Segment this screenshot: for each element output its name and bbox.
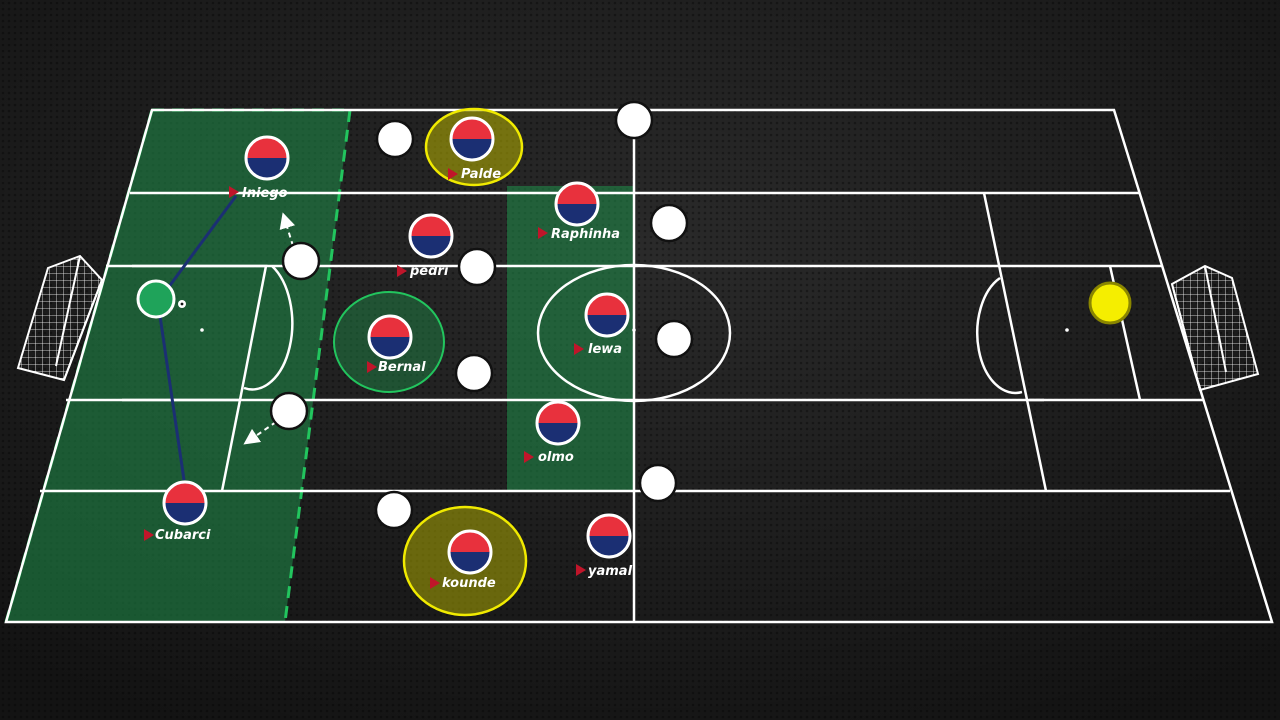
- triangle-marker-icon: [367, 361, 377, 373]
- triangle-marker-icon: [229, 186, 239, 198]
- right-penalty-spot: [1065, 328, 1069, 332]
- opponent-marker[interactable]: [614, 100, 654, 140]
- pitch-outline: [4, 108, 1274, 624]
- triangle-marker-icon: [576, 564, 586, 576]
- player-label-bernal: Bernal: [378, 360, 426, 375]
- left-penalty-spot: [200, 328, 204, 332]
- player-pedri[interactable]: pedri: [397, 213, 454, 279]
- home-players: Iniego Palde Raphinha pedri Bernal lewa: [144, 116, 633, 591]
- player-label-yamal: yamal: [588, 564, 633, 579]
- player-label-raphinha: Raphinha: [551, 227, 620, 242]
- player-label-palde: Palde: [461, 167, 501, 182]
- triangle-marker-icon: [574, 343, 584, 355]
- player-label-olmo: olmo: [538, 450, 574, 465]
- player-label-lewa: lewa: [588, 342, 622, 357]
- centre-circle: [536, 263, 732, 403]
- right-penalty-arc: [976, 276, 1023, 395]
- opponent-marker[interactable]: [454, 353, 494, 393]
- player-palde[interactable]: Palde: [448, 116, 501, 182]
- left-goal: [16, 254, 104, 382]
- triangle-marker-icon: [144, 529, 154, 541]
- opponent-marker[interactable]: [374, 490, 414, 530]
- centre-spot: [632, 328, 636, 332]
- player-label-cubarci: Cubarci: [155, 528, 211, 543]
- player-yamal[interactable]: yamal: [576, 513, 633, 579]
- zone-vertical-left: [220, 399, 242, 492]
- triangle-marker-icon: [524, 451, 534, 463]
- opponents: [269, 100, 694, 530]
- player-kounde[interactable]: kounde: [430, 529, 496, 591]
- away-goalkeeper[interactable]: [1088, 281, 1132, 325]
- zone-boundary-dashed-line: [283, 109, 352, 623]
- player-label-kounde: kounde: [442, 576, 496, 591]
- opponent-marker[interactable]: [281, 241, 321, 281]
- triangle-marker-icon: [397, 265, 407, 277]
- player-iniego[interactable]: Iniego: [229, 135, 290, 201]
- opponent-marker[interactable]: [649, 203, 689, 243]
- passing-lines: [158, 195, 238, 481]
- player-label-iniego: Iniego: [242, 186, 288, 201]
- opponent-marker[interactable]: [654, 319, 694, 359]
- opponent-marker[interactable]: [457, 247, 497, 287]
- player-cubarci[interactable]: Cubarci: [144, 480, 211, 543]
- triangle-marker-icon: [538, 227, 548, 239]
- zone-vertical-right: [982, 192, 1048, 492]
- triangle-marker-icon: [448, 168, 458, 180]
- football-icon: [178, 300, 186, 308]
- triangle-marker-icon: [430, 577, 440, 589]
- pitch-lines: [4, 108, 1274, 624]
- player-raphinha[interactable]: Raphinha: [538, 181, 620, 242]
- defensive-zone: [6, 110, 350, 622]
- player-lewa[interactable]: lewa: [574, 292, 630, 357]
- opponent-marker[interactable]: [269, 391, 309, 431]
- home-goalkeeper[interactable]: [136, 279, 176, 319]
- player-label-pedri: pedri: [409, 264, 449, 279]
- left-penalty-arc: [243, 265, 294, 391]
- opponent-marker[interactable]: [638, 463, 678, 503]
- player-bernal[interactable]: Bernal: [367, 314, 426, 375]
- movement-arrow-up: [279, 212, 295, 247]
- right-goal: [1170, 264, 1260, 392]
- player-olmo[interactable]: olmo: [524, 400, 581, 465]
- left-penalty-box: [122, 264, 268, 402]
- opponent-marker[interactable]: [375, 119, 415, 159]
